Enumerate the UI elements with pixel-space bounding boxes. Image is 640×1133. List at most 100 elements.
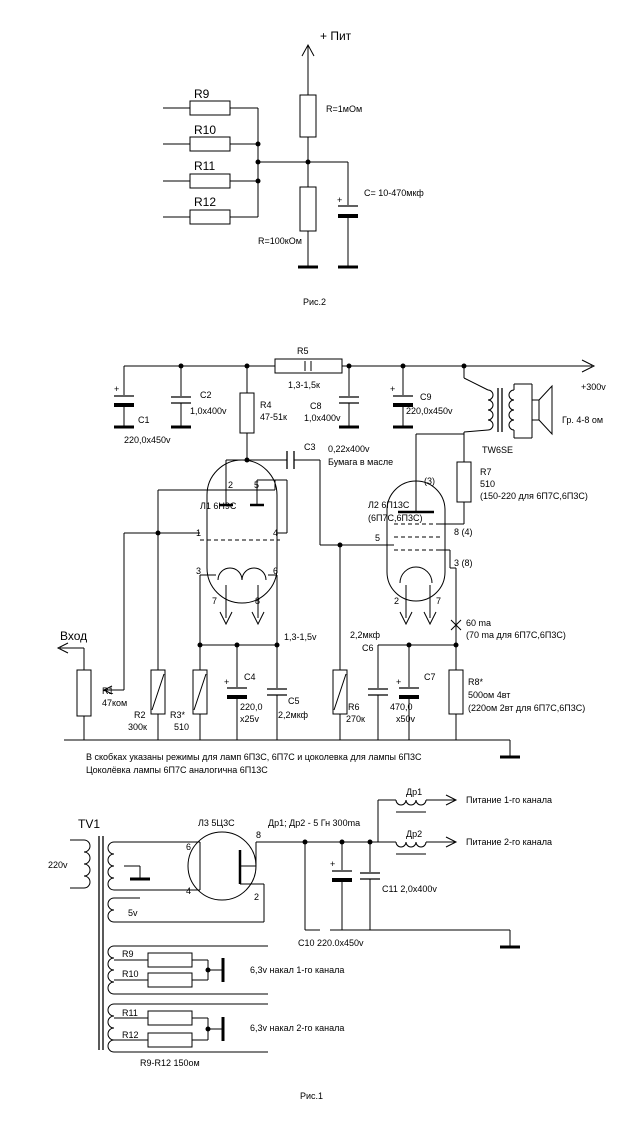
fig2-caption: Рис.2 [303,297,326,307]
output-ch1-label: Питание 1-го канала [466,795,552,805]
svg-text:300к: 300к [128,722,147,732]
svg-text:+: + [390,384,395,394]
figure-2: + Пит R=1мОм R=100кОм + C= 10-470мкф R9 [163,29,424,307]
svg-text:Л2 6П13С: Л2 6П13С [368,500,410,510]
svg-text:3: 3 [196,566,201,576]
svg-text:R3*: R3* [170,710,186,720]
resistor-100k [299,186,317,232]
svg-text:+: + [224,677,229,687]
svg-text:R11: R11 [122,1008,138,1018]
svg-text:R10: R10 [122,969,139,979]
svg-text:C1: C1 [138,415,150,425]
resistor-r5 [274,358,343,374]
resistor-note: R9-R12 150ом [140,1058,200,1068]
svg-text:510: 510 [174,722,189,732]
figure-1-amplifier: +300v R5 1,3-1,5к + C1 220,0x450v C2 1,0… [56,346,606,775]
svg-text:Л1 6Н9С: Л1 6Н9С [200,501,237,511]
svg-text:8 (4): 8 (4) [454,527,473,537]
supply-300v-label: +300v [581,382,606,392]
svg-text:3 (8): 3 (8) [454,558,473,568]
note-line-1: В скобках указаны режимы для ламп 6П3С, … [86,752,422,762]
svg-text:1,0x400v: 1,0x400v [190,406,227,416]
figure-1-power-supply: TV1 220v Л3 5Ц3С 6 4 [48,787,552,1101]
svg-text:R1: R1 [102,686,114,696]
svg-text:220,0x450v: 220,0x450v [124,435,171,445]
tube-l3: Л3 5Ц3С 6 4 8 2 [182,818,310,912]
svg-text:220,0: 220,0 [240,702,263,712]
svg-text:x50v: x50v [396,714,416,724]
svg-text:C2: C2 [200,390,212,400]
mains-label: 220v [48,860,68,870]
output-ch2-label: Питание 2-го канала [466,837,552,847]
svg-text:R9: R9 [122,949,134,959]
svg-text:8: 8 [256,830,261,840]
output-transformer: Гр. 4-8 ом TW6SE [461,363,603,458]
c11-label: C11 2,0x400v [382,884,437,894]
c10-label: C10 220.0x450v [298,938,364,948]
resistor-r4 [239,392,255,434]
svg-text:220,0x450v: 220,0x450v [406,406,453,416]
tube-l2: Л2 6П13С (6П7С,6П3С) (3) 5 8 (4) 3 (8) 2… [368,433,473,645]
note-line-2: Цоколёвка лампы 6П7С аналогична 6П13С [86,765,268,775]
svg-text:C7: C7 [424,672,436,682]
svg-text:7: 7 [436,596,441,606]
svg-text:4: 4 [273,528,278,538]
svg-text:(70 ma для 6П7С,6П3С): (70 ma для 6П7С,6П3С) [466,630,566,640]
svg-text:C8: C8 [310,401,322,411]
tube-l3-label: Л3 5Ц3С [198,818,235,828]
resistor-r8 [448,669,464,715]
resistor-100k-label: R=100кОм [258,236,302,246]
svg-text:510: 510 [480,479,495,489]
svg-text:(150-220 для 6П7С,6П3С): (150-220 для 6П7С,6П3С) [480,491,588,501]
svg-text:7: 7 [212,596,217,606]
svg-text:2,2мкф: 2,2мкф [278,710,309,720]
svg-text:C5: C5 [288,696,300,706]
resistor-bank: R9 R10 R11 R12 [163,87,261,225]
svg-text:R9: R9 [194,87,210,101]
svg-text:60 ma: 60 ma [466,618,491,628]
svg-text:R4: R4 [260,400,272,410]
fig1-caption: Рис.1 [300,1091,323,1101]
svg-text:1: 1 [196,528,201,538]
svg-text:4: 4 [186,886,191,896]
svg-text:+: + [337,195,342,205]
cap-label: C= 10-470мкф [364,188,424,198]
svg-text:(220ом 2вт для 6П7С,6П3С): (220ом 2вт для 6П7С,6П3С) [468,703,585,713]
svg-text:2: 2 [254,892,259,902]
transformer-label: TW6SE [482,445,513,455]
svg-text:(6П7С,6П3С): (6П7С,6П3С) [368,513,422,523]
svg-text:R2: R2 [134,710,146,720]
svg-text:C4: C4 [244,672,256,682]
svg-text:R12: R12 [194,195,216,209]
input-label: Вход [60,629,87,643]
svg-text:0,22x400v: 0,22x400v [328,444,370,454]
svg-text:2: 2 [394,596,399,606]
svg-text:2,2мкф: 2,2мкф [350,630,381,640]
svg-text:5: 5 [375,533,380,543]
svg-text:R10: R10 [194,123,216,137]
svg-text:Др2: Др2 [406,829,422,839]
svg-text:+: + [330,859,335,869]
svg-text:6: 6 [186,842,191,852]
svg-text:R12: R12 [122,1030,139,1040]
svg-text:270к: 270к [346,714,365,724]
svg-text:6: 6 [273,566,278,576]
svg-text:47ком: 47ком [102,698,127,708]
svg-text:(3): (3) [424,476,435,486]
potentiometer-r1 [76,669,92,717]
svg-text:5v: 5v [128,908,138,918]
svg-text:R6: R6 [348,702,360,712]
svg-text:R11: R11 [194,159,215,173]
svg-text:470,0: 470,0 [390,702,413,712]
heater-ch2-label: 6,3v накал 2-го канала [250,1023,344,1033]
speaker-label: Гр. 4-8 ом [562,415,603,425]
svg-text:5: 5 [254,480,259,490]
svg-text:C3: C3 [304,442,316,452]
svg-text:1,3-1,5v: 1,3-1,5v [284,632,317,642]
svg-text:R5: R5 [297,346,309,356]
tv1-label: TV1 [78,817,100,831]
svg-text:2: 2 [228,480,233,490]
svg-text:x25v: x25v [240,714,260,724]
speaker-icon [531,399,540,421]
